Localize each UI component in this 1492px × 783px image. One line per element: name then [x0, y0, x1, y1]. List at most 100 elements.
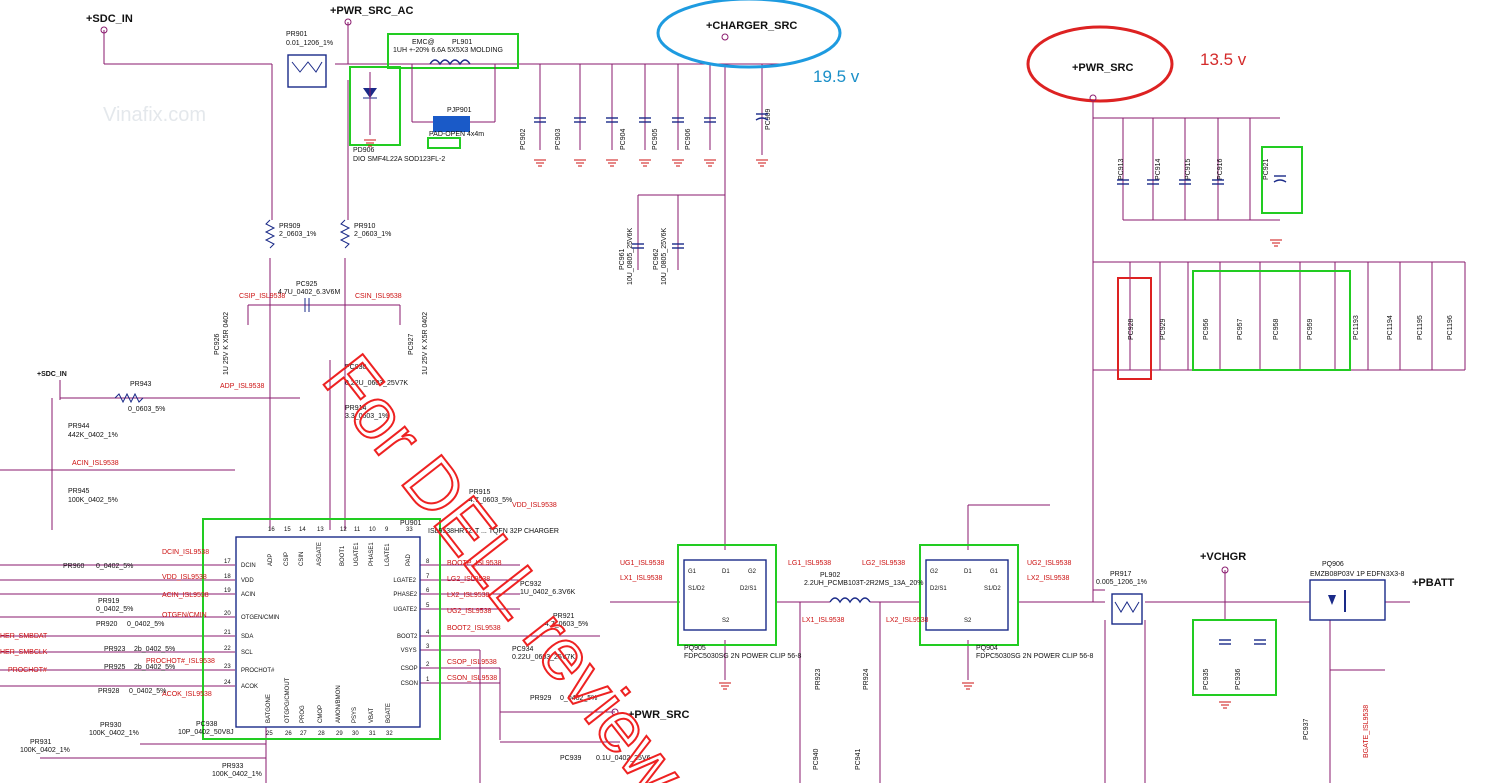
ic-pin-num-top-1: 15 [284, 527, 291, 533]
pr960-value: 0_0402_5% [96, 563, 133, 570]
pr901-value: 0.01_1206_1% [286, 40, 333, 47]
pjp901-pad-b [448, 116, 470, 132]
pd906-label: PD906 [353, 147, 375, 154]
pc936-label: PC936 [1235, 668, 1242, 690]
ic-pin-num-top-8: 33 [406, 527, 413, 533]
pc929-label: PC929 [1160, 318, 1167, 340]
pc903-label: PC903 [555, 128, 562, 150]
pc928-label: PC928 [1128, 318, 1135, 340]
pr929-label: PR929 [530, 695, 552, 702]
lx1-net: LX1_ISL9538 [620, 575, 663, 582]
pr928-value: 0_0402_5% [129, 688, 166, 695]
lx2c-net: LX2_ISL9538 [886, 617, 929, 624]
pd906-value: DIO SMF4L22A SOD123FL-2 [353, 156, 445, 163]
ic-pin-prochot-: PROCHOT# [241, 668, 275, 674]
acok-net: ACOK_ISL9538 [162, 691, 212, 698]
pr933-value: 100K_0402_1% [212, 771, 262, 778]
net-vchgr: +VCHGR [1200, 551, 1246, 563]
pq905-label: PQ905 [684, 645, 706, 652]
pq904-g2: G2 [930, 569, 939, 575]
wires [0, 22, 1466, 783]
ic-pin-boot1: BOOT1 [340, 545, 346, 566]
pc939-value: 0.1U_0402_25V6 [596, 755, 651, 762]
ic-pin-num-top-0: 16 [268, 527, 275, 533]
pc938-label: PC938 [196, 721, 218, 728]
ug2-net: UG2_ISL9538 [447, 608, 491, 615]
csin-net: CSIN_ISL9538 [355, 293, 402, 300]
pc925-label: PC925 [296, 281, 318, 288]
csip-net: CSIP_ISL9538 [239, 293, 285, 300]
pu901-label: PU901 [400, 520, 422, 527]
pc939-label: PC939 [560, 755, 582, 762]
pc956-label: PC956 [1203, 318, 1210, 340]
pr921-value: 4.7_0603_5% [545, 621, 588, 628]
dcin-net: DCIN_ISL9538 [162, 549, 209, 556]
pr910-resistor [339, 219, 351, 249]
pjp901-label: PJP901 [447, 107, 472, 114]
pr901-label: PR901 [286, 31, 308, 38]
pc932-value: 1U_0402_6.3V6K [520, 589, 576, 596]
cson-net: CSON_ISL9538 [447, 675, 497, 682]
bgate-net: BGATE_ISL9538 [1363, 705, 1370, 758]
ic-pin-num-right-2: 6 [426, 588, 430, 594]
smbclk-net: HER_SMBCLK [0, 649, 48, 656]
pu901-value: ISL9538HRTZ-T ... TQFN 32P CHARGER [428, 528, 559, 535]
lg2-net: LG2_ISL9538 [447, 576, 490, 583]
pc934-value: 0.22U_0603_25V7K [512, 654, 575, 661]
ic-pin-num-bottom-7: 32 [386, 731, 393, 737]
ic-bottom-pins: BATGONE25OTGPG/CMOUT26PROG27CMOP28AMON/B… [266, 677, 393, 737]
ic-pin-num-right-7: 1 [426, 677, 430, 683]
ic-pin-num-bottom-1: 26 [285, 731, 292, 737]
pc961-label: PC961 [619, 248, 626, 270]
pr925-value: 2b_0402_5% [134, 664, 175, 671]
acin-net: ACIN_ISL9538 [72, 460, 119, 467]
red-highlight [1117, 277, 1152, 380]
pq905-g2: G2 [748, 569, 757, 575]
pc1194-label: PC1194 [1387, 315, 1394, 340]
pc926-value: 1U 25V K X5R 0402 [223, 312, 230, 375]
pr914-label: PR914 [345, 405, 367, 412]
ic-pin-num-bottom-3: 28 [318, 731, 325, 737]
ic-pin-vsys: VSYS [401, 648, 417, 654]
bootp-net: BOOTP_ISL9538 [447, 560, 502, 567]
ic-pin-num-bottom-2: 27 [300, 731, 307, 737]
pr923-label: PR923 [104, 646, 126, 653]
pr931-label: PR931 [30, 739, 52, 746]
net-pwr-src-bottom: +PWR_SRC [628, 709, 689, 721]
pr930-value: 100K_0402_1% [89, 730, 139, 737]
ic-pin-num-top-3: 13 [317, 527, 324, 533]
pr929-value: 0_0402_5% [560, 695, 597, 702]
pr944-label: PR944 [68, 423, 90, 430]
pr943-label: PR943 [130, 381, 152, 388]
pc937-label: PC937 [1303, 718, 1310, 740]
pr923-value: 2b_0402_5% [134, 646, 175, 653]
pjp901-value: PAD-OPEN 4x4m [429, 131, 484, 138]
adp-net: ADP_ISL9538 [220, 383, 264, 390]
lg1-net: LG1_ISL9538 [788, 560, 831, 567]
ic-pin-num-left-3: 20 [224, 611, 231, 617]
pq904-body [925, 559, 1009, 631]
ic-right-pins: LGATE2PHASE2UGATE2BOOT2VSYSCSOPCSON87654… [393, 559, 430, 687]
vdd-net: VDD_ISL9538 [162, 574, 207, 581]
prochot-isl-net: PROCHOT#_ISL9538 [146, 658, 215, 665]
pc913-label: PC913 [1118, 158, 1125, 180]
pc961-value: 10U_0805_25V6K [627, 227, 634, 285]
pc934-label: PC934 [512, 646, 534, 653]
ic-pin-amon-bmon: AMON/BMON [336, 685, 342, 723]
ic-pin-num-right-1: 7 [426, 574, 430, 580]
pc959-label: PC959 [1307, 318, 1314, 340]
ic-pin-phase1: PHASE1 [369, 542, 375, 566]
ic-pin-num-top-5: 11 [354, 527, 361, 533]
ic-pin-csin: CSIN [299, 552, 305, 566]
green-highlights [202, 33, 1351, 740]
ic-pin-adp: ADP [268, 554, 274, 566]
pq906-body [1309, 579, 1386, 621]
lg2b-net: LG2_ISL9538 [862, 560, 905, 567]
ic-pin-dcin: DCIN [241, 563, 256, 569]
pl902-label: PL902 [820, 572, 840, 579]
pr917-value: 0.005_1206_1% [1096, 579, 1147, 586]
ic-pin-scl: SCL [241, 650, 253, 656]
pc1193-label: PC1193 [1353, 315, 1360, 340]
pq904-d2s1: D2/S1 [930, 586, 947, 592]
